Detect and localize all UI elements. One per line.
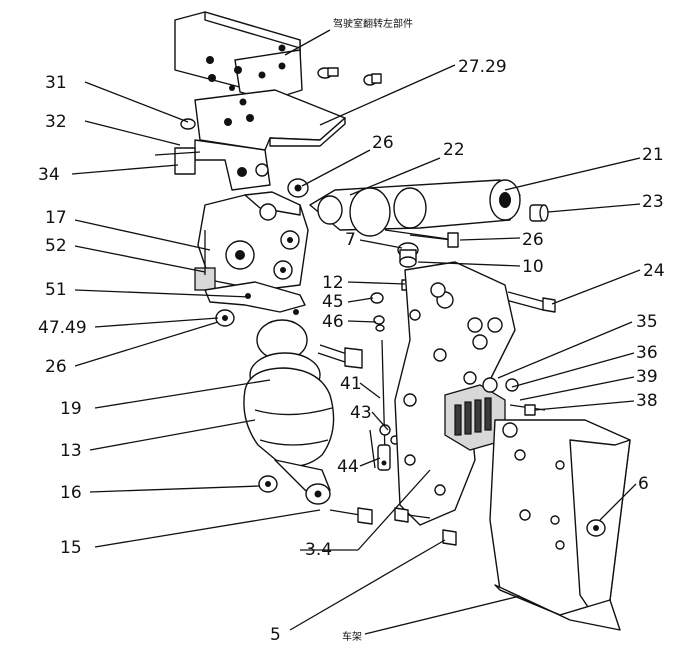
label-45: 45 [322,292,344,312]
lock-plate [154,118,271,191]
label-22: 22 [443,140,465,160]
bolt-15 [329,507,373,525]
label-17: 17 [45,208,67,228]
label-12: 12 [322,273,344,293]
label-52: 52 [45,236,67,256]
label-5: 5 [270,625,281,645]
loose-bolts-top [317,67,382,86]
label-10: 10 [522,257,544,277]
label-32: 32 [45,112,67,132]
label-21: 21 [642,145,664,165]
label-3-4: 3.4 [305,540,332,560]
label-35: 35 [636,312,658,332]
buffer-block [444,371,546,451]
bushing [529,204,549,222]
spring-seat [397,242,419,268]
air-spring-bolt [317,344,363,369]
label-26-right: 26 [522,230,544,250]
label-24: 24 [643,261,665,281]
label-43: 43 [350,403,372,423]
label-cab-bracket: 驾驶室翻转左部件 [333,17,413,30]
label-39: 39 [636,367,658,387]
hook-plate [204,281,306,315]
mounting-bolt-24 [505,291,556,313]
label-19: 19 [60,399,82,419]
shock-absorber [309,179,521,241]
nut-6 [586,519,606,537]
small-hardware [370,279,411,332]
upper-nut [287,178,309,198]
hinge-bracket [194,89,346,151]
label-31: 31 [45,73,67,93]
label-13: 13 [60,441,82,461]
cab-mount-bracket [174,11,303,101]
label-44: 44 [337,457,359,477]
nut-16 [258,475,278,493]
callout-labels: 驾驶室翻转左部件 27.29 31 32 34 26 22 21 23 17 5… [38,17,665,645]
label-36: 36 [636,343,658,363]
label-15: 15 [60,538,82,558]
label-7: 7 [345,230,356,250]
link-rod [369,339,400,471]
label-34: 34 [38,165,60,185]
label-23: 23 [642,192,664,212]
pivot-bolt [409,232,459,248]
label-46: 46 [322,312,344,332]
washer-nut [215,309,235,327]
label-51: 51 [45,280,67,300]
callout-leaders [71,29,641,635]
label-frame: 车架 [342,630,362,643]
lock-housing [194,191,309,291]
lower-bolts [394,507,457,546]
label-26-left: 26 [45,357,67,377]
label-41: 41 [340,374,362,394]
label-6: 6 [638,474,649,494]
air-spring [243,319,335,505]
label-47-49: 47.49 [38,318,87,338]
label-16: 16 [60,483,82,503]
label-27-29: 27.29 [458,57,507,77]
label-26-top: 26 [372,133,394,153]
label-38: 38 [636,391,658,411]
